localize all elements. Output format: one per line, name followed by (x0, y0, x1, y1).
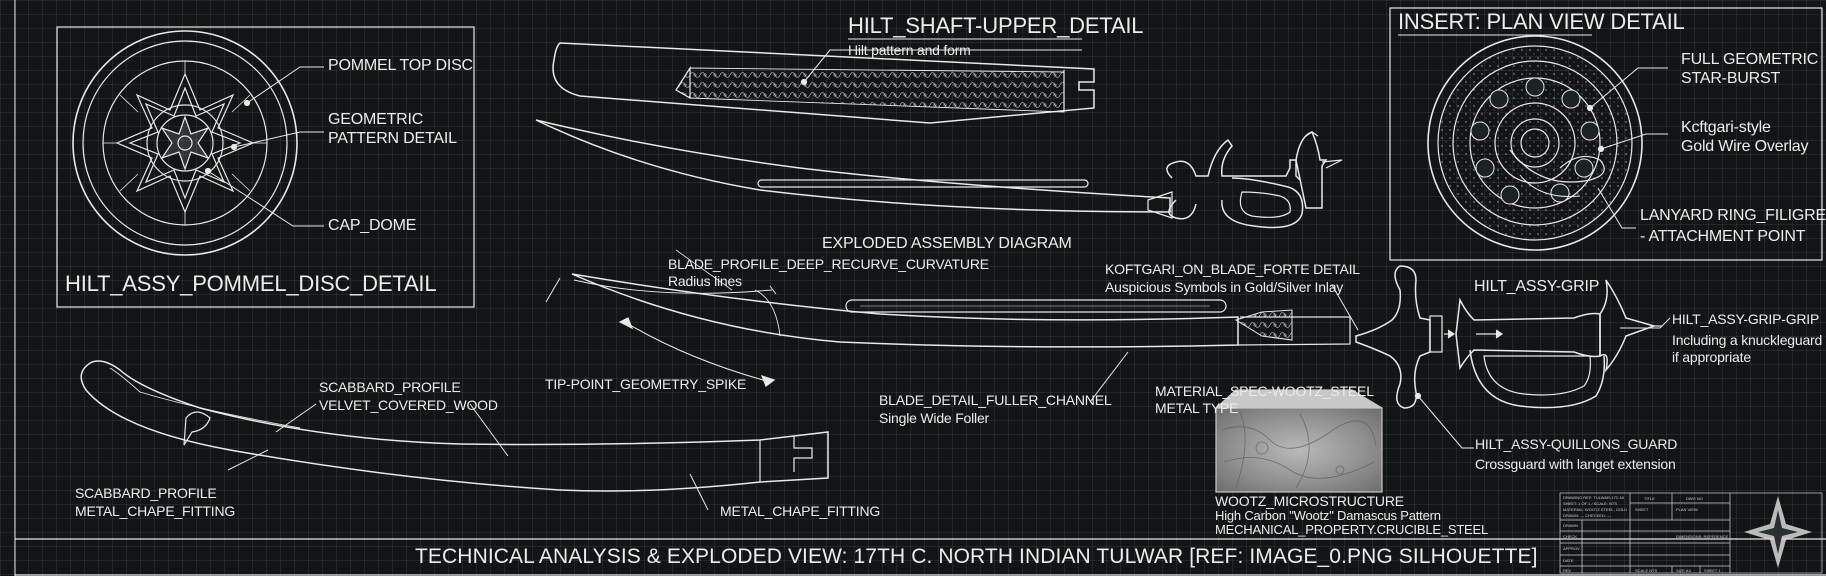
pommel-top-disc-label: POMMEL TOP DISC (328, 57, 473, 74)
geometric-label-line1: GEOMETRIC (328, 111, 424, 128)
insert-plan-view-panel (1389, 7, 1823, 261)
title-block-row-4: DATE (1563, 558, 1574, 563)
title-block-row-2: CHECK (1563, 534, 1578, 539)
material-type-label: METAL TYPE (1155, 400, 1239, 416)
pommel-disc-panel (56, 26, 475, 308)
koftgari-forte-label: KOFTGARI_ON_BLADE_FORTE DETAIL (1105, 261, 1360, 277)
assembled-tulwar (535, 119, 1343, 229)
title-block-bottom-1: SCALE NTS (1635, 568, 1658, 573)
material-spec-label: MATERIAL_SPEC-WOOTZ_STEEL (1155, 383, 1374, 399)
microstructure-label: WOOTZ_MICROSTRUCTURE (1215, 493, 1404, 509)
compass-star-logo (1744, 496, 1812, 568)
exploded-hilt (1355, 265, 1671, 449)
microstructure-sublabel-1: High Carbon "Wootz" Damascus Pattern (1215, 508, 1441, 523)
scabbard-chape-label: SCABBARD_PROFILE (75, 485, 217, 501)
exploded-caption: EXPLODED ASSEMBLY DIAGRAM (822, 235, 1072, 252)
shaft-detail-subtitle: Hilt pattern and form (848, 42, 971, 58)
wootz-sample (1215, 389, 1383, 493)
title-block (1559, 492, 1823, 574)
title-block-bottom-2: SIZE A3 (1676, 568, 1691, 573)
hilt-grip-grip-label: HILT_ASSY-GRIP-GRIP (1672, 311, 1820, 327)
microstructure-sublabel-2: MECHANICAL_PROPERTY.CRUCIBLE_STEEL (1215, 522, 1489, 537)
title-block-ref-4: DRAWN: --- CHECKED: --- (1563, 513, 1612, 518)
title-block-col-1: TITLE (1644, 496, 1655, 501)
scabbard-velvet-label: SCABBARD_PROFILE (319, 379, 461, 395)
koftgari-forte-sublabel: Auspicious Symbols in Gold/Silver Inlay (1105, 279, 1344, 295)
title-block-col-2: DWG NO (1686, 496, 1703, 501)
title-block-ref-3: MATERIAL: WOOTZ STEEL, GOLD (1563, 507, 1628, 512)
title-block-ref-1: DRAWING REF: TULWAR-17C-NI (1563, 495, 1624, 500)
koftgari-insert-label-line1: Kcftgari-style (1681, 119, 1771, 136)
knuckleguard-label-line1: Including a knuckleguard (1672, 332, 1823, 348)
geometric-label-line2: PATTERN DETAIL (328, 130, 457, 147)
title-block-field-mid: DIMENSIONS: REFERENCE (1676, 534, 1729, 539)
quillons-sublabel: Crossguard with langet extension (1475, 456, 1676, 472)
hilt-grip-label: HILT_ASSY-GRIP (1474, 278, 1600, 295)
title-block-row-5: REV (1563, 568, 1572, 573)
main-title: TECHNICAL ANALYSIS & EXPLODED VIEW: 17TH… (415, 545, 1538, 568)
metal-chape-label: METAL_CHAPE_FITTING (720, 503, 881, 519)
title-block-ref-2: SHEET: 1 OF 1 / SCALE: NTS (1563, 501, 1618, 506)
scabbard-velvet-sublabel: VELVET_COVERED_WOOD (319, 397, 498, 413)
hilt-shaft-detail (552, 38, 1095, 124)
starburst-label-line2: STAR-BURST (1681, 70, 1781, 87)
fuller-sublabel: Single Wide Foller (879, 410, 989, 426)
koftgari-insert-label-line2: Gold Wire Overlay (1681, 138, 1809, 155)
title-block-small-field: SHEET (1635, 507, 1649, 512)
fuller-label: BLADE_DETAIL_FULLER_CHANNEL (879, 392, 1112, 408)
starburst-label-line1: FULL GEOMETRIC (1681, 51, 1819, 68)
title-block-field-title: PLAN VIEW (1676, 507, 1698, 512)
pommel-panel-title: HILT_ASSY_POMMEL_DISC_DETAIL (65, 271, 437, 296)
quillons-label: HILT_ASSY-QUILLONS_GUARD (1475, 436, 1678, 452)
lanyard-label-line2: - ATTACHMENT POINT (1640, 228, 1806, 245)
insert-panel-title: INSERT: PLAN VIEW DETAIL (1398, 9, 1685, 34)
title-block-row-1: DRAWN (1563, 523, 1578, 528)
recurve-label: BLADE_PROFILE_DEEP_RECURVE_CURVATURE (668, 256, 989, 272)
cap-dome-label: CAP_DOME (328, 217, 417, 234)
exploded-blade (545, 249, 1359, 403)
shaft-detail-title: HILT_SHAFT-UPPER_DETAIL (848, 13, 1144, 38)
tip-point-label: TIP-POINT_GEOMETRY_SPIKE (545, 376, 747, 392)
title-block-bottom-3: SHEET 1 (1704, 568, 1721, 573)
scabbard-chape-sublabel: METAL_CHAPE_FITTING (75, 503, 236, 519)
knuckleguard-label-line2: if appropriate (1672, 349, 1751, 365)
scabbard (80, 360, 829, 511)
recurve-sublabel: Radius lines (668, 273, 742, 289)
lanyard-label-line1: LANYARD RING_FILIGREE (1640, 207, 1826, 224)
title-block-row-3: APPROV (1563, 546, 1580, 551)
